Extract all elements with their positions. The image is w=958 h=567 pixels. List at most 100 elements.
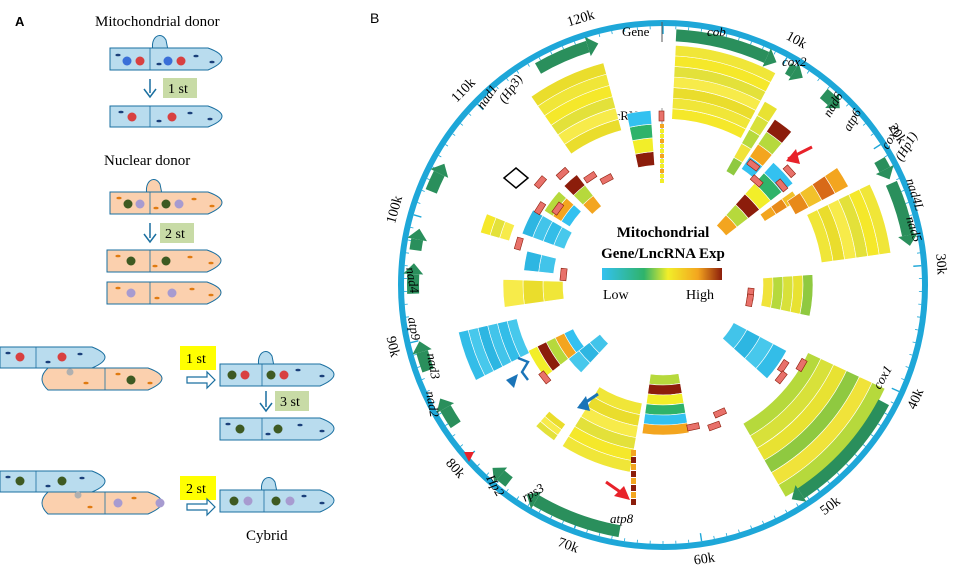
lncrna-arrow xyxy=(513,236,524,251)
lncrna-track-cell xyxy=(660,169,664,173)
red-arrow-head-2 xyxy=(614,486,630,500)
gene-arrow-body xyxy=(425,170,445,194)
ring-tick xyxy=(873,143,881,150)
tick-label-30k: 30k xyxy=(932,253,949,275)
atp8-strip-cell xyxy=(631,499,636,505)
ring-tick xyxy=(527,503,530,507)
ring-tick xyxy=(460,444,464,447)
heatmap-cell xyxy=(561,435,633,473)
gene-label-atp9: atp9 xyxy=(405,316,424,342)
heatmap-cell xyxy=(502,279,525,308)
tick-label-90k: 90k xyxy=(383,335,402,359)
nuclear-donor-label: Nuclear donor xyxy=(104,153,190,169)
lncrna-track-cell xyxy=(660,149,664,153)
heatmap-cell xyxy=(641,422,690,436)
gene-arrow-body xyxy=(407,273,420,294)
mito-donor-label: Mitochondrial donor xyxy=(95,14,220,30)
ring-tick xyxy=(782,57,788,65)
ring-tick xyxy=(901,378,905,380)
gene-arrow-body xyxy=(409,238,424,252)
step-2-label: 2 st xyxy=(165,227,185,242)
ring-tick xyxy=(877,423,881,426)
lncrna-arrow xyxy=(749,174,764,188)
ring-tick xyxy=(598,33,601,38)
ring-tick xyxy=(550,51,553,55)
ring-tick xyxy=(762,46,764,50)
gene-arrow-head xyxy=(584,37,599,57)
ring-tick xyxy=(913,264,922,267)
panel-a-letter: A xyxy=(15,14,25,29)
ring-tick xyxy=(909,214,913,217)
ring-tick xyxy=(862,123,866,126)
gene-arrow-head xyxy=(492,467,508,483)
atp8-strip-cell xyxy=(631,471,636,477)
heatmap-cell xyxy=(648,373,681,386)
gene-arrow-head xyxy=(898,233,918,246)
lncrna-track-cell xyxy=(660,179,664,183)
lncrna-track-cell xyxy=(660,134,664,138)
lncrna-arrow xyxy=(599,173,614,185)
gene-label-nad4: nad4 xyxy=(403,266,422,295)
tick-label-120k: 120k xyxy=(565,8,596,31)
fusion-arrow-2 xyxy=(186,497,216,517)
heatmap-cell xyxy=(521,209,544,238)
ring-tick xyxy=(516,70,520,74)
heatmap-cell xyxy=(647,383,683,396)
gene-arrow-body xyxy=(785,63,797,77)
ring-tick xyxy=(421,190,425,192)
ring-tick xyxy=(738,529,740,533)
hybrid-cell-1 xyxy=(219,351,335,387)
ring-tick xyxy=(516,496,520,500)
heatmap-cell xyxy=(858,183,892,255)
heatmap-cell xyxy=(479,213,497,236)
nuclear-donor-cell xyxy=(109,179,223,215)
ring-tick xyxy=(750,525,752,529)
ring-tick xyxy=(890,401,894,404)
gene-arrow-head xyxy=(436,398,455,414)
tick-label-70k: 70k xyxy=(556,535,581,556)
lncrna-arrow xyxy=(533,201,547,216)
lncrna-arrow xyxy=(775,178,789,193)
gene-arrow-body xyxy=(885,180,914,237)
lncrna-arrow xyxy=(583,170,598,184)
lncrna-arrow xyxy=(533,175,548,190)
fusion-pair-1 xyxy=(0,346,163,391)
blue-arrow-head xyxy=(577,396,590,411)
ring-tick xyxy=(909,353,913,356)
lncrna-arrow xyxy=(782,164,797,179)
blue-bracket-marker xyxy=(517,356,530,381)
gene-arrow-head xyxy=(407,228,428,242)
heatmap-cell xyxy=(643,412,688,426)
heatmap-cell xyxy=(644,402,686,416)
ring-tick xyxy=(862,444,866,447)
lncrna-arrow xyxy=(555,166,570,181)
lncrna-track-cell xyxy=(660,139,664,143)
ring-tick xyxy=(854,113,858,116)
step-1-badge xyxy=(163,78,197,98)
lncrna-track-cell xyxy=(660,154,664,158)
ring-tick xyxy=(884,412,888,415)
gene-arrow-head xyxy=(825,93,840,109)
heatmap-cell xyxy=(766,118,792,144)
ring-tick xyxy=(407,239,411,241)
atp8-strip-cell xyxy=(631,485,636,491)
ring-tick xyxy=(438,155,442,158)
fusion-arrow-1 xyxy=(186,370,216,390)
gene-arrow-head xyxy=(412,341,432,355)
genome-ring xyxy=(398,20,928,550)
ring-tick xyxy=(713,535,715,539)
ring-tick xyxy=(468,113,472,116)
gene-arrow-body xyxy=(797,399,890,499)
heatmap-cell xyxy=(626,110,653,128)
ring-tick xyxy=(527,63,530,67)
ring-tick xyxy=(426,178,430,181)
nuclear-cell-green xyxy=(106,249,222,273)
ring-tick xyxy=(884,155,888,158)
legend-low: Low xyxy=(603,288,630,303)
atp8-strip-cell xyxy=(631,464,636,470)
ring-tick xyxy=(817,78,820,82)
gene-arrow-head xyxy=(762,48,777,67)
step-3-label: 3 st xyxy=(280,395,300,410)
tick-label-40k: 40k xyxy=(905,387,927,412)
